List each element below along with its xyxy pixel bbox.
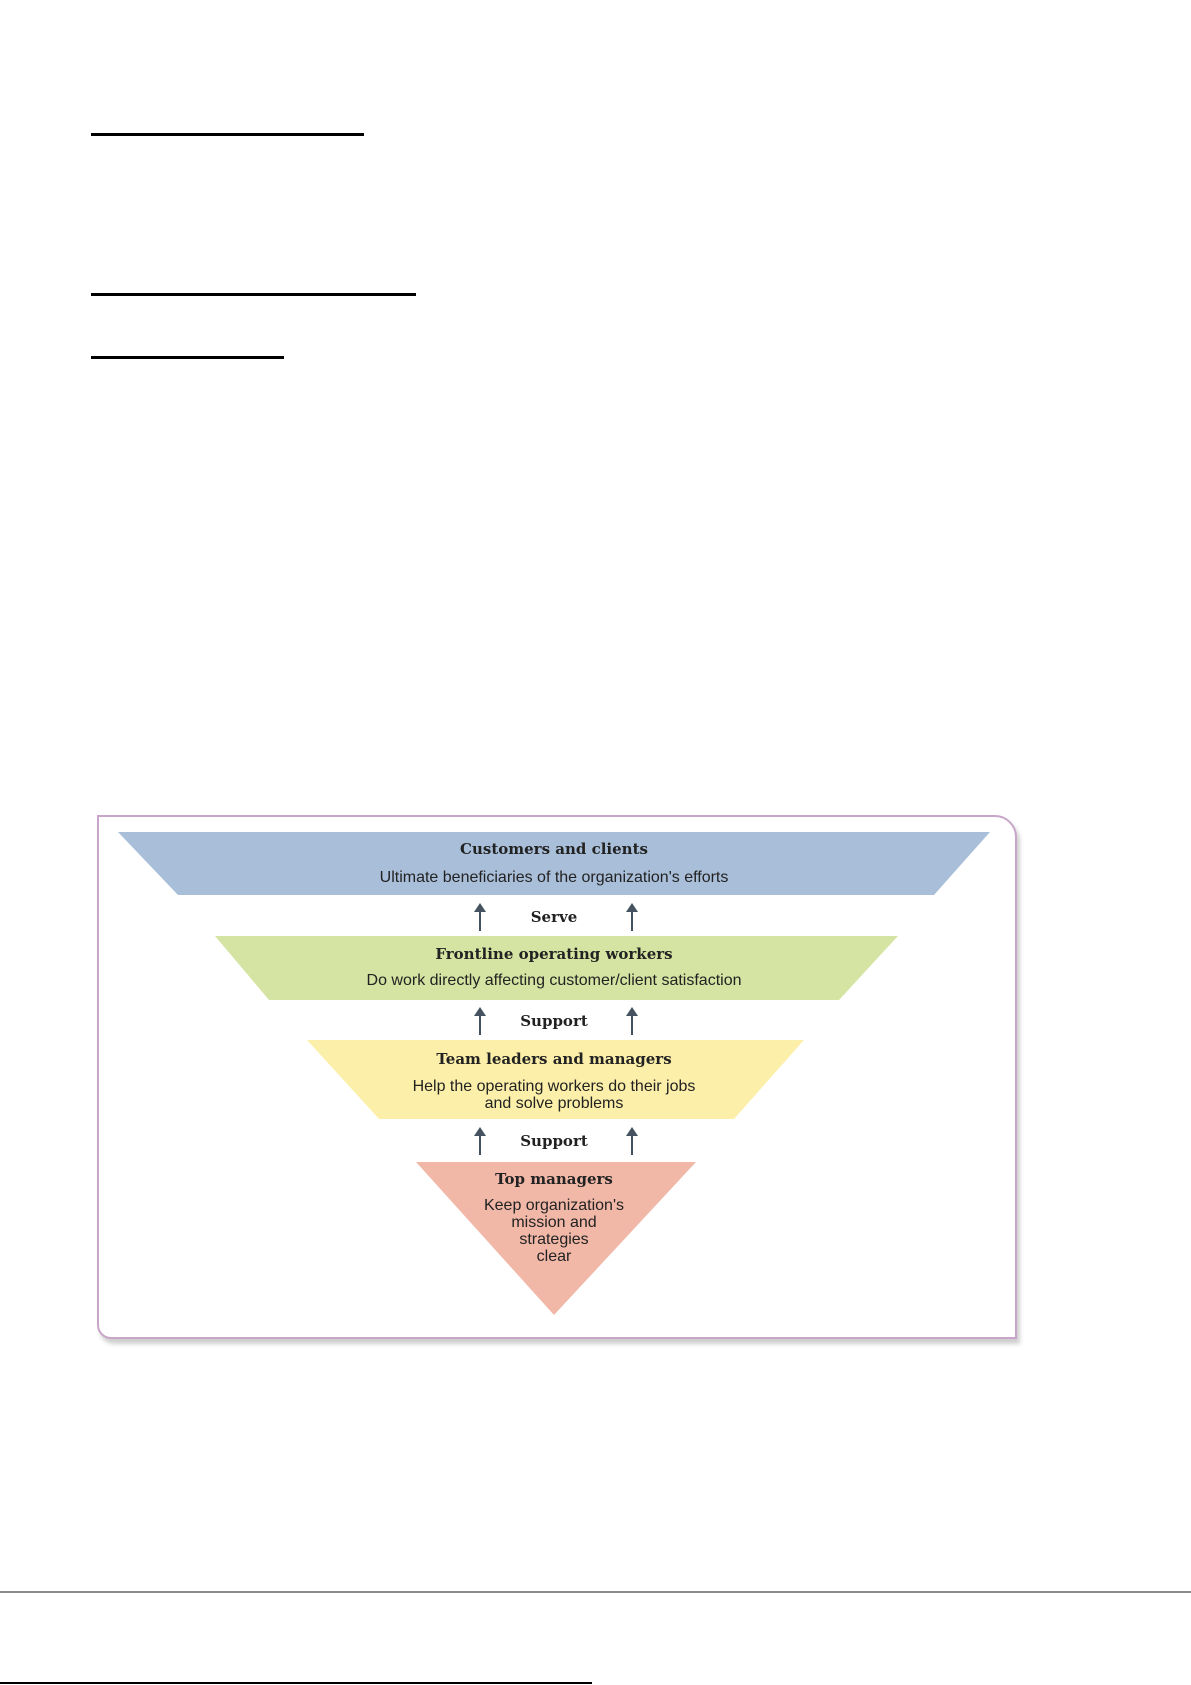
connector-support-2: Support [520, 1132, 588, 1150]
level-team-shape [307, 1040, 804, 1119]
connector-serve: Serve [530, 908, 578, 926]
level-frontline-title: Frontline operating workers [435, 945, 673, 963]
bottom-edge-line [0, 1682, 592, 1684]
level-top-desc-3: strategies [519, 1231, 589, 1248]
level-customers-title: Customers and clients [460, 840, 648, 858]
underline-heading-3 [91, 356, 284, 359]
arrow-up-icon [626, 1007, 638, 1035]
level-top-title: Top managers [495, 1170, 613, 1188]
arrow-up-icon [474, 1127, 486, 1155]
underline-heading-2 [91, 293, 416, 296]
arrow-up-icon [626, 903, 638, 931]
level-top-desc-1: Keep organization's [483, 1197, 625, 1214]
level-frontline-desc: Do work directly affecting customer/clie… [366, 972, 742, 989]
level-team-desc-2: and solve problems [484, 1095, 624, 1112]
level-team-title: Team leaders and managers [436, 1050, 672, 1068]
underline-heading-1 [91, 133, 364, 136]
level-top-shape [416, 1162, 696, 1315]
level-top-desc-4: clear [536, 1248, 572, 1265]
arrow-up-icon [474, 903, 486, 931]
arrow-up-icon [626, 1127, 638, 1155]
level-frontline-shape [215, 936, 898, 1000]
connector-support-1: Support [520, 1012, 588, 1030]
level-team-desc-1: Help the operating workers do their jobs [412, 1078, 696, 1095]
arrow-up-icon [474, 1007, 486, 1035]
level-customers-shape [118, 832, 990, 895]
level-top-desc-2: mission and [511, 1214, 597, 1231]
footer-divider [0, 1591, 1191, 1593]
level-customers-desc: Ultimate beneficiaries of the organizati… [379, 869, 729, 886]
